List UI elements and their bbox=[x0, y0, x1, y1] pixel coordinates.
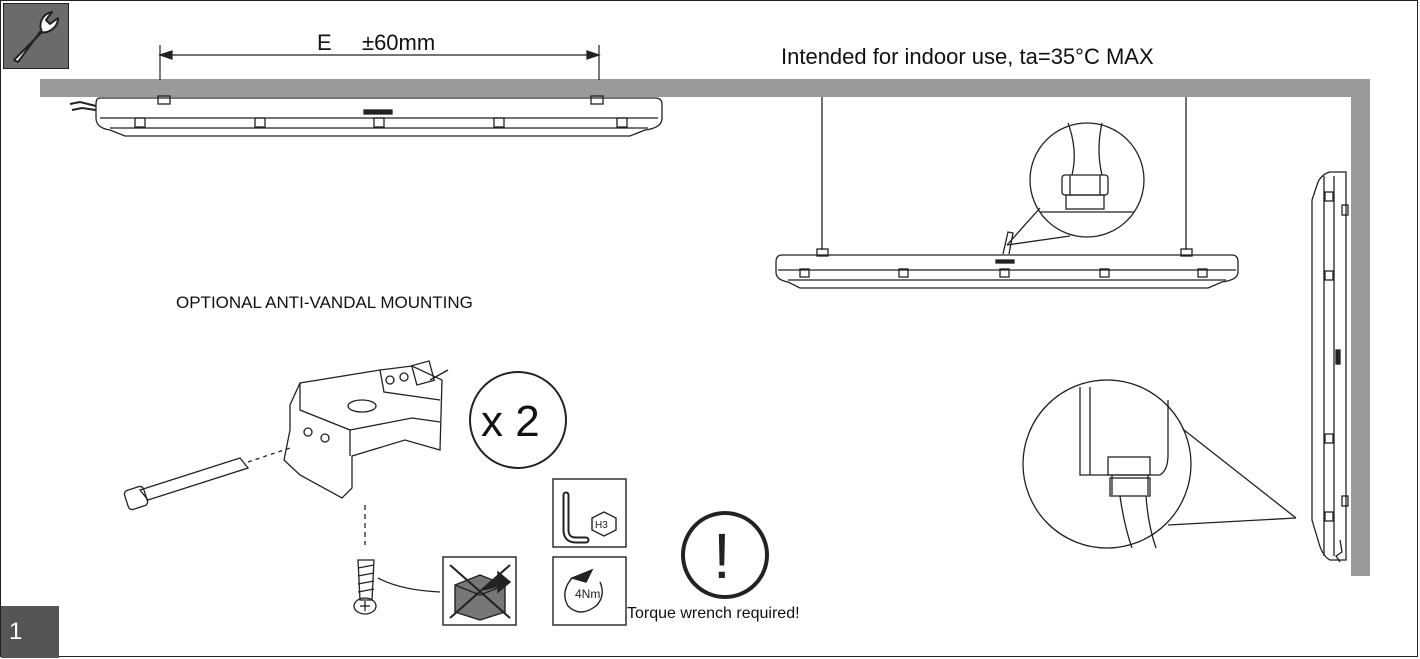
torque-value: 4Nm bbox=[575, 587, 600, 601]
dimension-line bbox=[158, 45, 601, 80]
luminaire-ceiling-mounted bbox=[69, 95, 663, 137]
bracket-icon bbox=[123, 360, 449, 511]
screw-icon bbox=[353, 505, 441, 615]
optional-mounting-title: OPTIONAL ANTI-VANDAL MOUNTING bbox=[176, 293, 473, 312]
luminaire-wall-mounted bbox=[1022, 171, 1349, 563]
hex-key-label: H3 bbox=[595, 520, 608, 531]
wrench-icon bbox=[13, 11, 59, 63]
wall bbox=[1351, 79, 1370, 576]
warning-symbol: ! bbox=[713, 520, 731, 592]
indoor-use-note: Intended for indoor use, ta=35°C MAX bbox=[781, 44, 1154, 69]
torque-icon bbox=[552, 556, 627, 626]
hex-key-icon bbox=[552, 478, 627, 548]
warning-icon: ! bbox=[681, 511, 769, 599]
dimension-label: E bbox=[317, 30, 332, 55]
dimension-tolerance: ±60mm bbox=[362, 30, 436, 55]
torque-note: Torque wrench required! bbox=[627, 605, 800, 622]
cable-gland-zoom-side bbox=[1022, 379, 1192, 549]
quantity-label: x 2 bbox=[481, 397, 540, 446]
no-crossed-box-icon bbox=[442, 556, 517, 626]
luminaire-suspended bbox=[775, 97, 1239, 289]
cable-gland-zoom-top bbox=[1029, 122, 1145, 238]
step-number-badge: 1 bbox=[1, 606, 59, 658]
wrench-icon-badge bbox=[3, 3, 69, 69]
quantity-circle bbox=[469, 371, 567, 469]
ceiling bbox=[40, 79, 1370, 97]
